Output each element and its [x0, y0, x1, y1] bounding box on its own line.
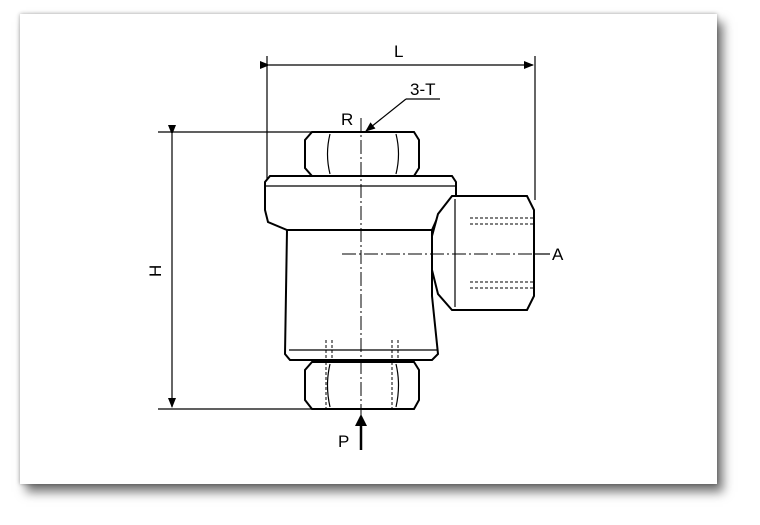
thread-callout: 3-T: [365, 80, 440, 132]
port-a-label: A: [552, 245, 564, 264]
dimension-l: L: [260, 42, 536, 200]
lower-hex-nut: [304, 361, 420, 410]
port-p-arrow: [355, 414, 367, 450]
dimension-h-label: H: [146, 265, 165, 277]
port-r-label: R: [341, 110, 353, 129]
thread-label: 3-T: [410, 80, 436, 99]
side-port: [431, 195, 535, 311]
dimension-h: H: [146, 125, 330, 410]
dimension-l-label: L: [394, 42, 403, 61]
port-p-label: P: [338, 432, 349, 451]
